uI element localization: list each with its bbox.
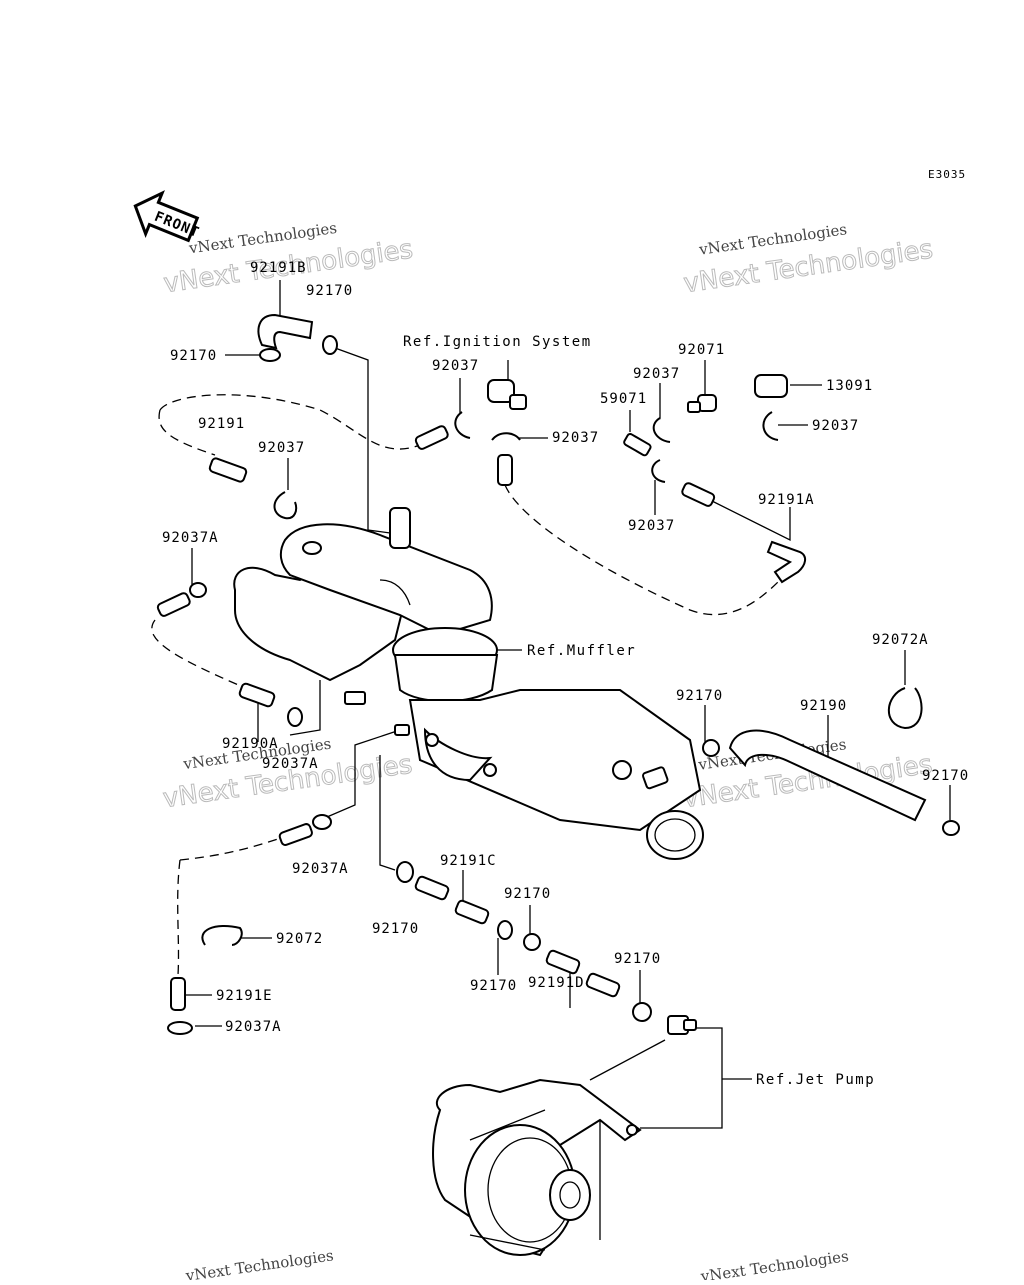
label-92037: 92037 xyxy=(552,430,599,446)
label-92190A: 92190A xyxy=(222,736,279,752)
leader-92191A xyxy=(709,499,791,542)
clip-92037-d xyxy=(652,417,671,443)
fitting-59071 xyxy=(623,433,652,457)
clip-92037-a xyxy=(454,411,471,439)
label-92170: 92170 xyxy=(614,951,661,967)
ref-muffler: Ref.Muffler xyxy=(527,643,636,659)
leader-92037A-c xyxy=(319,729,401,821)
clamp-92170-d xyxy=(942,820,960,836)
hose-92191D-a xyxy=(545,949,581,975)
label-92191E: 92191E xyxy=(216,988,273,1004)
hose-92191B xyxy=(257,313,314,350)
hose-92191C-b xyxy=(454,899,490,925)
clamp-92037A-c xyxy=(312,814,332,830)
label-92191D: 92191D xyxy=(528,975,585,991)
clamp-92170-b xyxy=(322,335,338,355)
hose-left-lower xyxy=(278,823,313,846)
hose-92190A xyxy=(238,682,276,708)
cap-13091 xyxy=(754,374,788,398)
label-92191C: 92191C xyxy=(440,853,497,869)
fitting-92071 xyxy=(687,394,717,413)
hose-top-mid xyxy=(414,425,449,450)
ignition-fitting xyxy=(487,379,527,410)
clip-92072 xyxy=(201,924,243,946)
hose-92191D-b xyxy=(585,972,621,998)
clip-92037-e xyxy=(762,411,779,441)
clamp-92170-g xyxy=(497,920,513,940)
leader-92170-b xyxy=(334,347,406,536)
label-92191B: 92191B xyxy=(250,260,307,276)
clamp-92170-c xyxy=(702,739,720,757)
watermark-text: vNext Technologies xyxy=(699,1247,850,1280)
label-92037A: 92037A xyxy=(292,861,349,877)
hose-route-mid xyxy=(504,484,781,616)
hose-92191E xyxy=(170,977,186,1011)
watermark-text: vNext Technologies xyxy=(184,1246,335,1280)
leader-92037A-b xyxy=(289,680,321,736)
label-92170: 92170 xyxy=(372,921,419,937)
ref-ignition-system: Ref.Ignition System xyxy=(403,334,592,350)
label-92037: 92037 xyxy=(258,440,305,456)
label-92170: 92170 xyxy=(676,688,723,704)
label-92170: 92170 xyxy=(504,886,551,902)
clamp-92037A-b xyxy=(287,707,303,727)
leader-92170-e xyxy=(379,755,396,871)
hose-92191C-a xyxy=(414,875,450,901)
label-59071: 59071 xyxy=(600,391,647,407)
hose-route-left xyxy=(151,619,251,691)
clip-92037-f xyxy=(651,459,666,483)
muffler-body xyxy=(344,627,704,860)
clamp-92170-e xyxy=(396,861,414,883)
label-92037: 92037 xyxy=(812,418,859,434)
clamp-92170-f xyxy=(523,933,541,951)
clamp-92037A-d xyxy=(167,1021,193,1035)
clamp-92170-a xyxy=(259,348,281,362)
jet-pump-fitting xyxy=(667,1015,697,1035)
hose-left-top xyxy=(156,592,191,617)
label-92037: 92037 xyxy=(633,366,680,382)
watermark-bottom-right: vNext Technologies xyxy=(699,1247,850,1285)
label-92190: 92190 xyxy=(800,698,847,714)
hose-route-top-left xyxy=(158,409,216,456)
hose-92191 xyxy=(208,457,248,483)
clip-92037-b xyxy=(273,491,298,520)
watermark-bottom-left: vNext Technologies xyxy=(184,1246,335,1285)
clip-92072A xyxy=(887,687,923,730)
watermark-top-right: vNext Technologies vNext Technologies xyxy=(681,220,935,299)
hose-route-lower xyxy=(179,834,291,861)
hose-92190 xyxy=(728,729,927,822)
label-92072: 92072 xyxy=(276,931,323,947)
label-92191A: 92191A xyxy=(758,492,815,508)
hose-ignition-drop xyxy=(497,454,513,486)
label-92170: 92170 xyxy=(470,978,517,994)
hose-route-vertical xyxy=(177,859,181,976)
clip-92037-c xyxy=(491,432,521,441)
exhaust-manifold xyxy=(233,507,493,682)
label-92170: 92170 xyxy=(306,283,353,299)
label-92170: 92170 xyxy=(922,768,969,784)
ref-jet-pump: Ref.Jet Pump xyxy=(756,1072,875,1088)
label-92037: 92037 xyxy=(432,358,479,374)
label-92170: 92170 xyxy=(170,348,217,364)
label-92037A: 92037A xyxy=(225,1019,282,1035)
label-92071: 92071 xyxy=(678,342,725,358)
label-92037A: 92037A xyxy=(162,530,219,546)
jet-pump xyxy=(432,1078,642,1257)
label-92072A: 92072A xyxy=(872,632,929,648)
label-92037A: 92037A xyxy=(262,756,319,772)
label-92191: 92191 xyxy=(198,416,245,432)
clamp-92037A-a xyxy=(189,582,207,598)
clamp-92170-h xyxy=(632,1002,652,1022)
diagram-code: E3035 xyxy=(928,168,966,181)
leader-jet-pump-b xyxy=(589,1039,666,1081)
leader-jet-pump-a xyxy=(640,1027,723,1129)
label-13091: 13091 xyxy=(826,378,873,394)
hose-92191A xyxy=(681,482,806,584)
label-92037: 92037 xyxy=(628,518,675,534)
